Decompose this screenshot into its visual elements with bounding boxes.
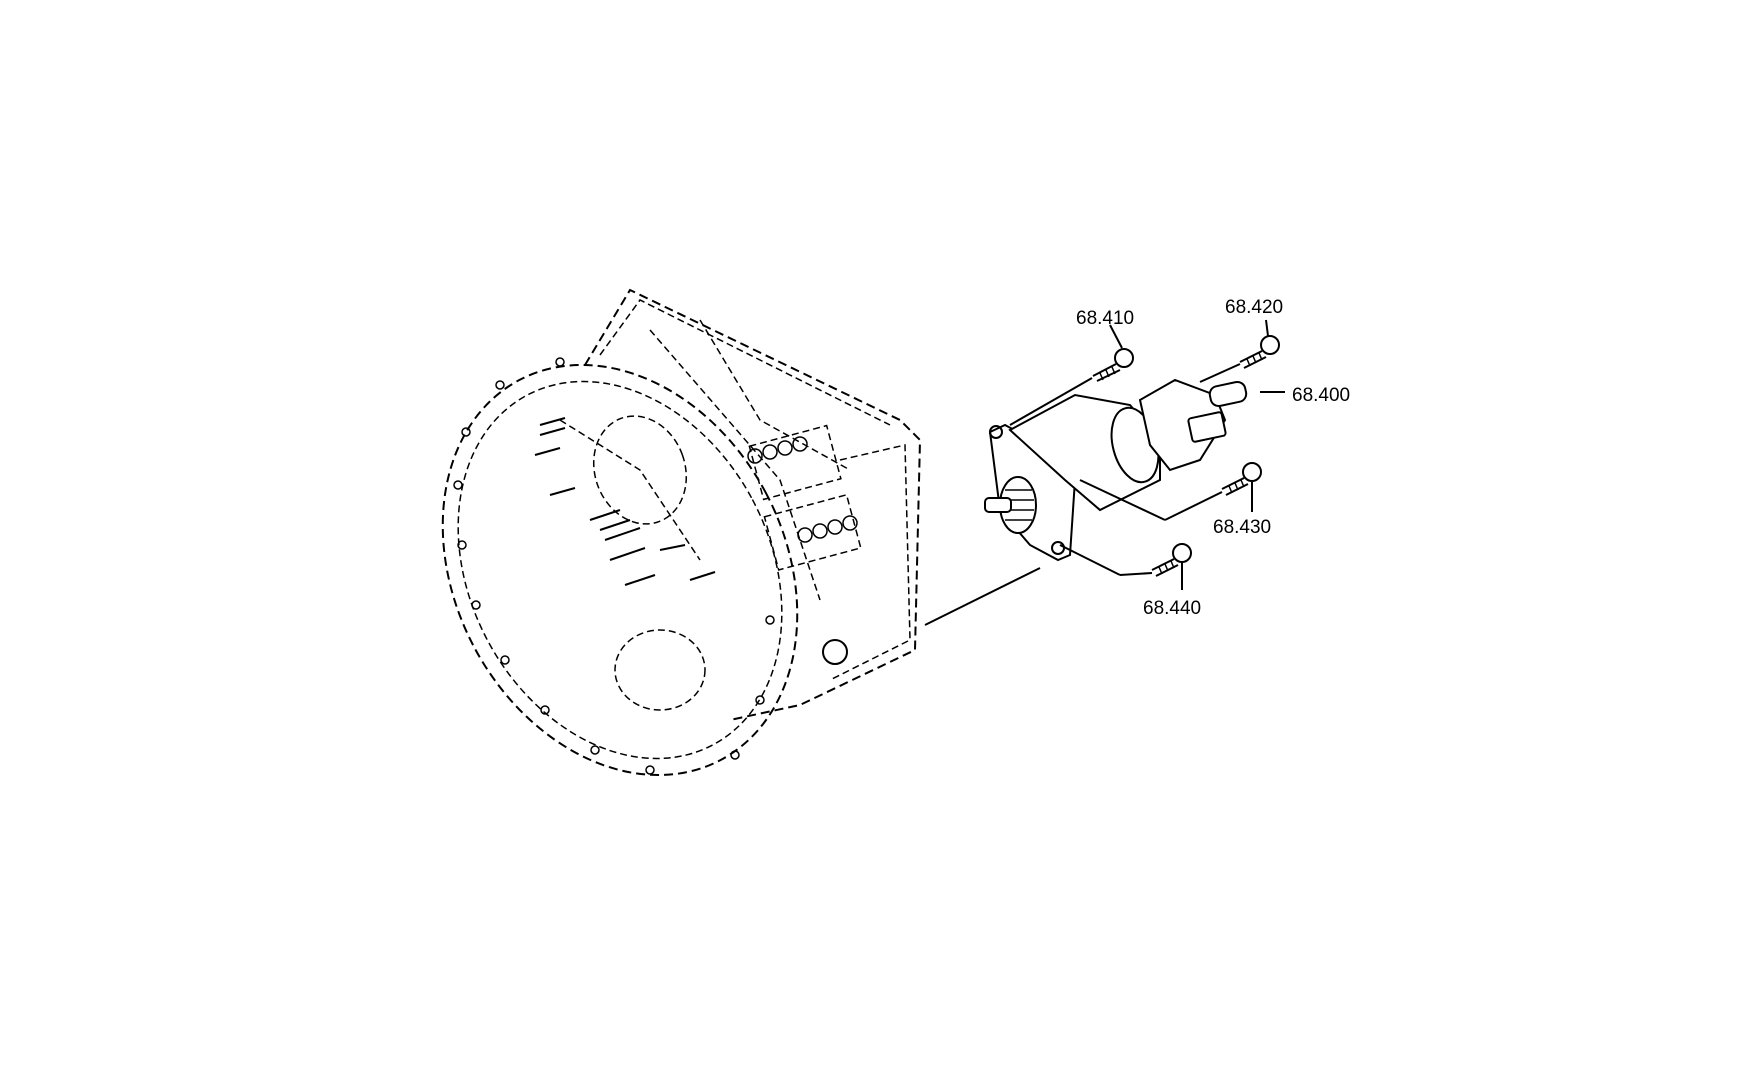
actuator-connector [1187, 411, 1227, 443]
housing-window-2 [763, 493, 862, 571]
housing-rib-1 [649, 329, 821, 601]
bolt-68-420 [1239, 335, 1280, 369]
callout-68-400: 68.400 [1292, 385, 1350, 406]
housing-flange-inner [457, 380, 783, 760]
housing-studs [534, 417, 716, 586]
actuator-port-fitting [1208, 380, 1248, 408]
flange-bolt-holes [453, 357, 775, 775]
clutch-actuator [984, 378, 1248, 562]
callout-68-420: 68.420 [1225, 297, 1283, 318]
bolt-68-430 [1221, 462, 1262, 496]
bolt-68-410 [1092, 348, 1134, 382]
housing-top-edge [599, 299, 891, 426]
clutch-housing [441, 288, 922, 777]
housing-ports [747, 436, 858, 543]
callout-labels: 68.410 68.420 68.400 68.430 68.440 [1076, 297, 1350, 619]
housing-rear-face [829, 444, 911, 681]
housing-rib-3 [559, 419, 701, 561]
callout-68-410: 68.410 [1076, 308, 1134, 329]
mount-hole-top [989, 425, 1003, 439]
housing-window-1 [748, 424, 842, 501]
housing-flange-outer [441, 363, 799, 777]
housing-bore [592, 415, 688, 525]
housing-body [584, 288, 922, 721]
actuator-shaft [984, 497, 1012, 513]
housing-rib-2 [699, 319, 851, 471]
housing-bore-lower [614, 629, 706, 711]
actuator-gear-teeth [1003, 489, 1034, 521]
callout-68-430: 68.430 [1213, 517, 1271, 538]
leader-lines [924, 319, 1285, 626]
bolt-68-440 [1151, 543, 1192, 577]
actuator-valve-block [1138, 378, 1227, 472]
callout-68-440: 68.440 [1143, 598, 1201, 619]
housing-drain-port [822, 639, 848, 665]
